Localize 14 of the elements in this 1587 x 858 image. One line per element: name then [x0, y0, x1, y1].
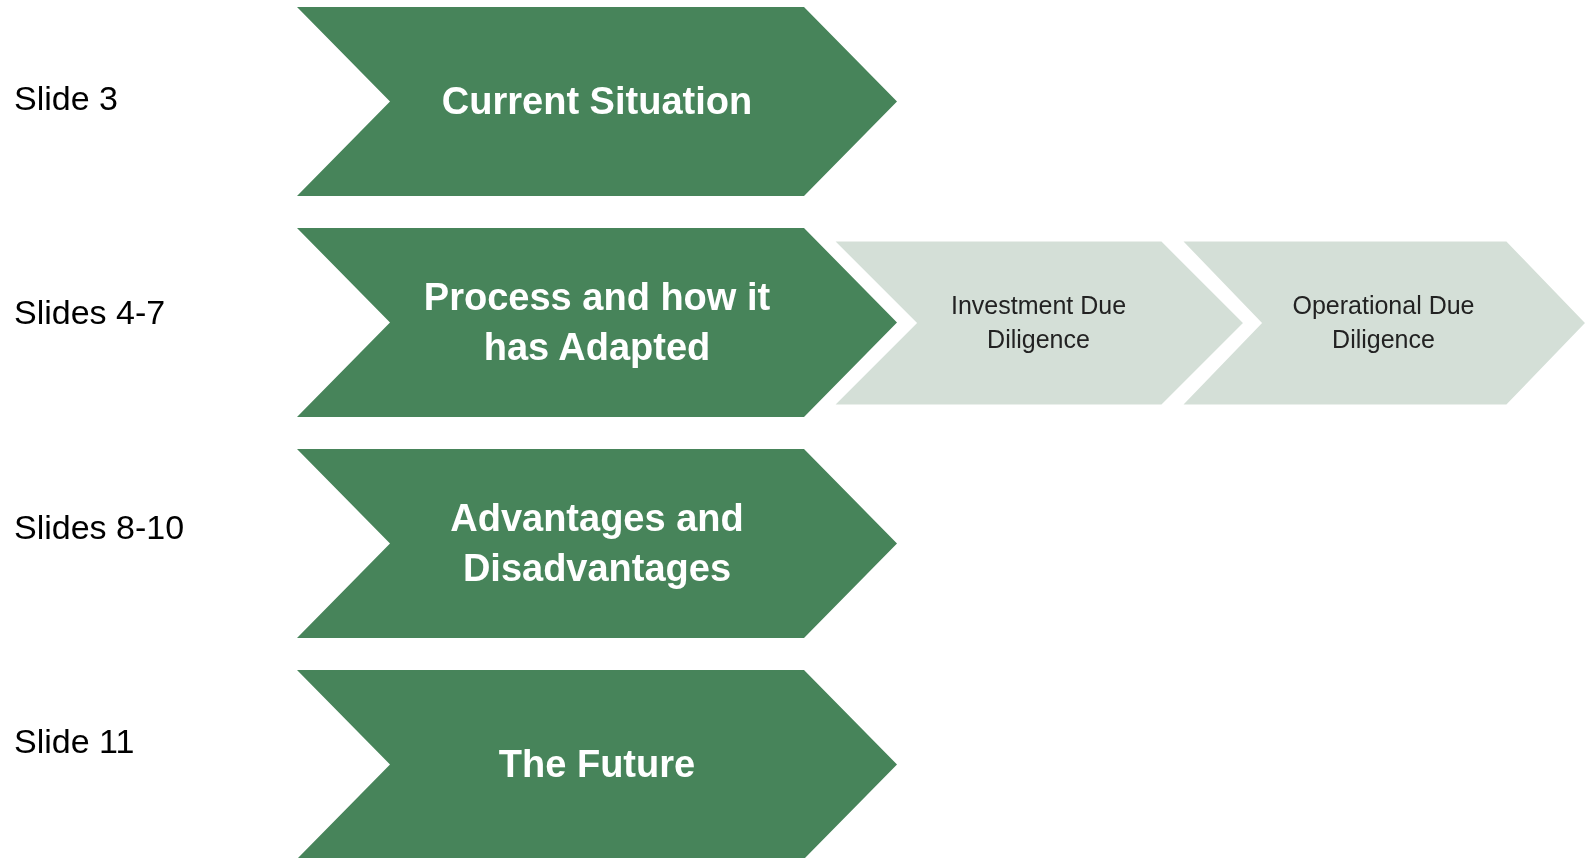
chevron-step	[297, 228, 897, 417]
step-label: Process and how it has Adapted	[422, 275, 772, 370]
slide-reference: Slide 3	[14, 79, 118, 118]
slide-reference: Slide 11	[14, 722, 135, 761]
chevron-step	[297, 449, 897, 638]
chevron-step	[297, 7, 897, 196]
step-label: The Future	[497, 741, 697, 787]
step-label: Investment Due Diligence	[949, 290, 1128, 355]
chevron-step	[297, 670, 897, 858]
step-label: Current Situation	[440, 78, 754, 124]
step-label: Advantages and Disadvantages	[449, 496, 745, 591]
slide-reference: Slides 4-7	[14, 293, 166, 332]
slide-reference: Slides 8-10	[14, 508, 185, 547]
step-label: Operational Due Diligence	[1291, 290, 1476, 355]
